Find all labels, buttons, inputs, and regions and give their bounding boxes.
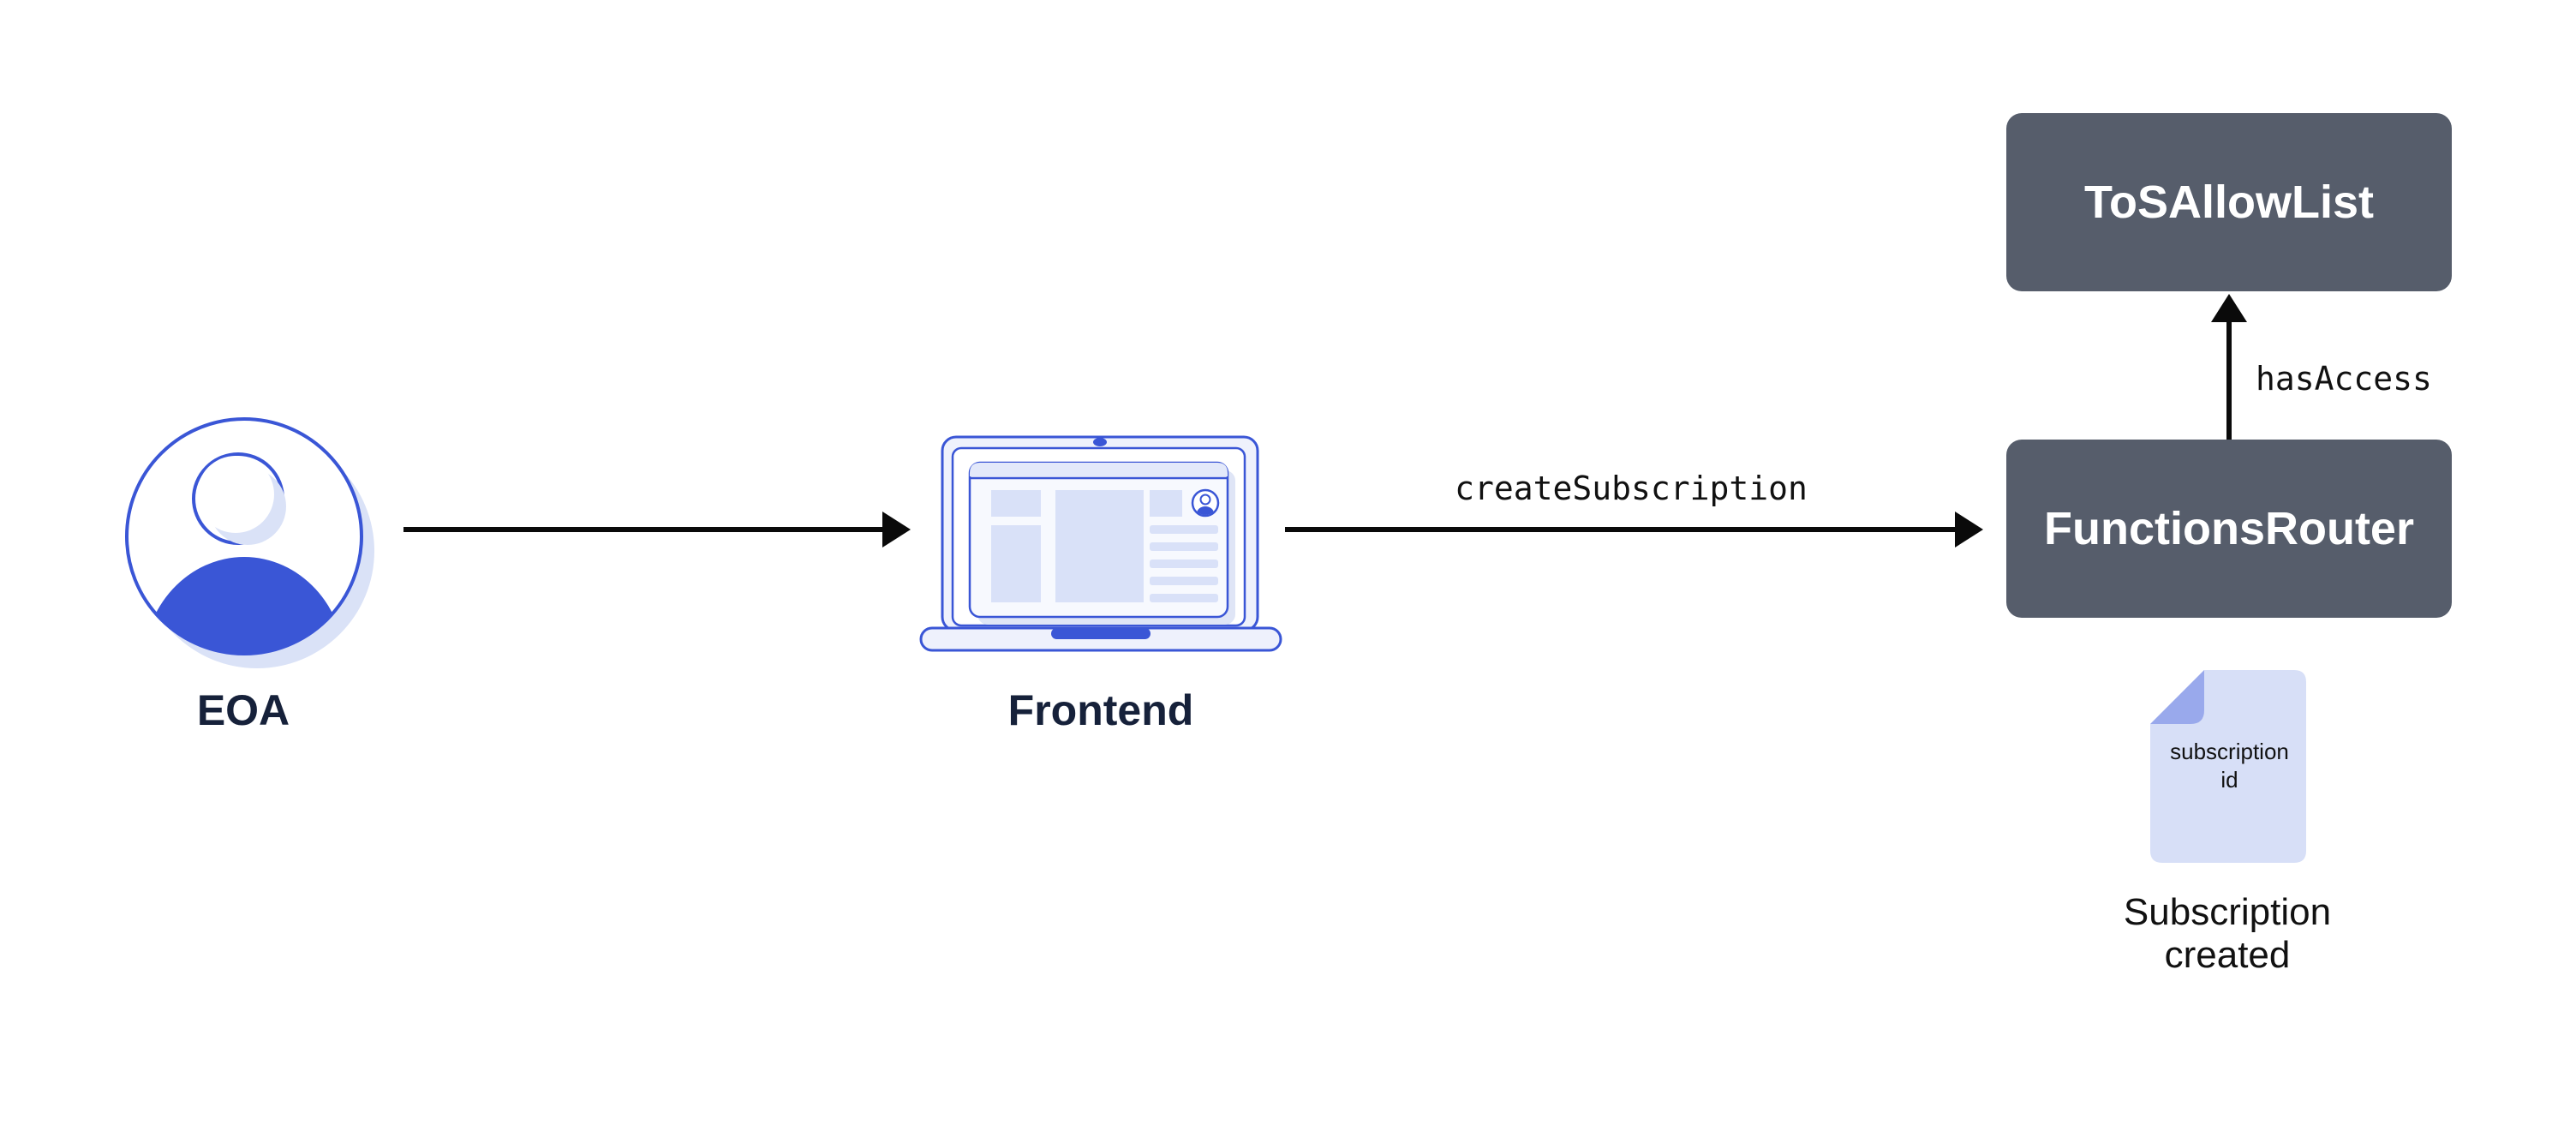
has-access-edge-label: hasAccess — [2256, 360, 2432, 398]
functions-router-box: FunctionsRouter — [2006, 440, 2452, 618]
subscription-created-line1: Subscription — [2123, 891, 2332, 933]
functions-router-label: FunctionsRouter — [2044, 503, 2414, 554]
subscription-created-caption: Subscription created — [2124, 891, 2331, 977]
tos-allow-list-label: ToSAllowList — [2084, 177, 2374, 228]
arrow-eoa-to-frontend — [403, 512, 911, 548]
create-subscription-edge-label: createSubscription — [1455, 470, 1808, 507]
subscription-document-node: subscription id — [2146, 666, 2313, 867]
browser-user-icon — [1191, 488, 1220, 518]
eoa-label: EOA — [196, 686, 290, 734]
tos-allow-list-box: ToSAllowList — [2006, 113, 2452, 291]
arrow-frontend-to-functionsrouter — [1285, 512, 1983, 548]
document-text-line2: id — [2220, 767, 2238, 793]
document-text-line1: subscription — [2170, 739, 2289, 764]
subscription-created-line2: created — [2164, 934, 2291, 976]
laptop-icon — [919, 435, 1282, 652]
arrow-functionsrouter-to-tosallowlist — [2211, 294, 2247, 440]
document-text: subscription id — [2146, 738, 2313, 794]
document-icon — [2150, 670, 2306, 863]
frontend-label: Frontend — [1007, 686, 1194, 734]
user-avatar-icon — [125, 417, 374, 668]
